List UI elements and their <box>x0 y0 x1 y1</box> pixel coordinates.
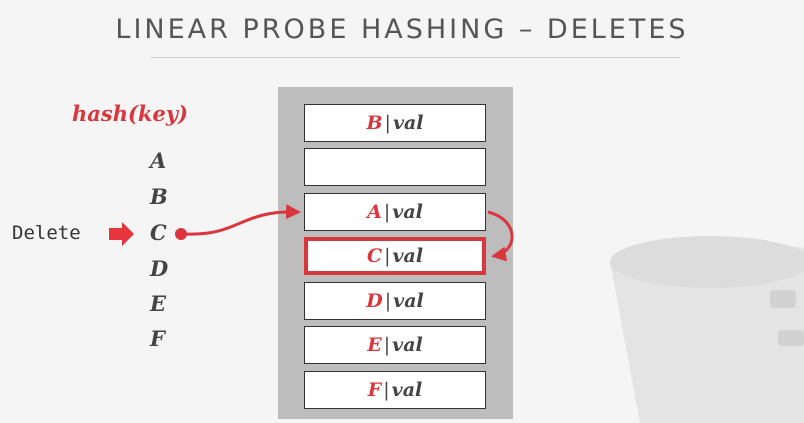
slide-title: LINEAR PROBE HASHING – DELETES <box>115 14 689 45</box>
slot-key: D <box>366 290 383 312</box>
table-slot-2: A|val <box>304 193 486 231</box>
delete-arrow-icon <box>109 222 134 246</box>
slot-value: val <box>392 201 423 223</box>
slot-separator: | <box>383 379 390 401</box>
database-logo-watermark <box>610 236 804 423</box>
key-d: D <box>150 256 169 281</box>
slot-key: C <box>366 245 383 267</box>
hash-function-label: hash(key) <box>72 101 188 126</box>
key-b: B <box>150 184 168 209</box>
table-slot-1-empty <box>304 148 486 186</box>
key-c: C <box>150 220 167 245</box>
table-slot-5: E|val <box>304 326 486 364</box>
slot-key: E <box>367 334 382 356</box>
slot-separator: | <box>383 334 391 356</box>
key-e: E <box>150 291 167 316</box>
slot-separator: | <box>384 290 392 312</box>
slot-value: val <box>392 245 424 267</box>
slot-key: A <box>367 201 382 223</box>
table-slot-6: F|val <box>304 371 486 409</box>
key-a: A <box>150 148 167 173</box>
slot-separator: | <box>383 201 391 223</box>
slot-separator: | <box>384 245 391 267</box>
probe-arrow <box>487 210 514 262</box>
slot-value: val <box>392 334 423 356</box>
table-slot-0: B|val <box>304 104 486 142</box>
slot-key: B <box>366 112 383 134</box>
slot-value: val <box>393 290 424 312</box>
slot-key: F <box>367 379 382 401</box>
table-slot-3-highlighted: C|val <box>304 237 486 275</box>
hash-mapping-arrow <box>185 204 301 236</box>
delete-label: Delete <box>12 222 81 244</box>
slot-value: val <box>391 379 423 401</box>
slot-value: val <box>392 112 424 134</box>
table-slot-4: D|val <box>304 282 486 320</box>
hash-origin-dot <box>175 228 187 240</box>
title-divider <box>150 57 680 58</box>
key-f: F <box>150 326 165 351</box>
slot-separator: | <box>384 112 391 134</box>
